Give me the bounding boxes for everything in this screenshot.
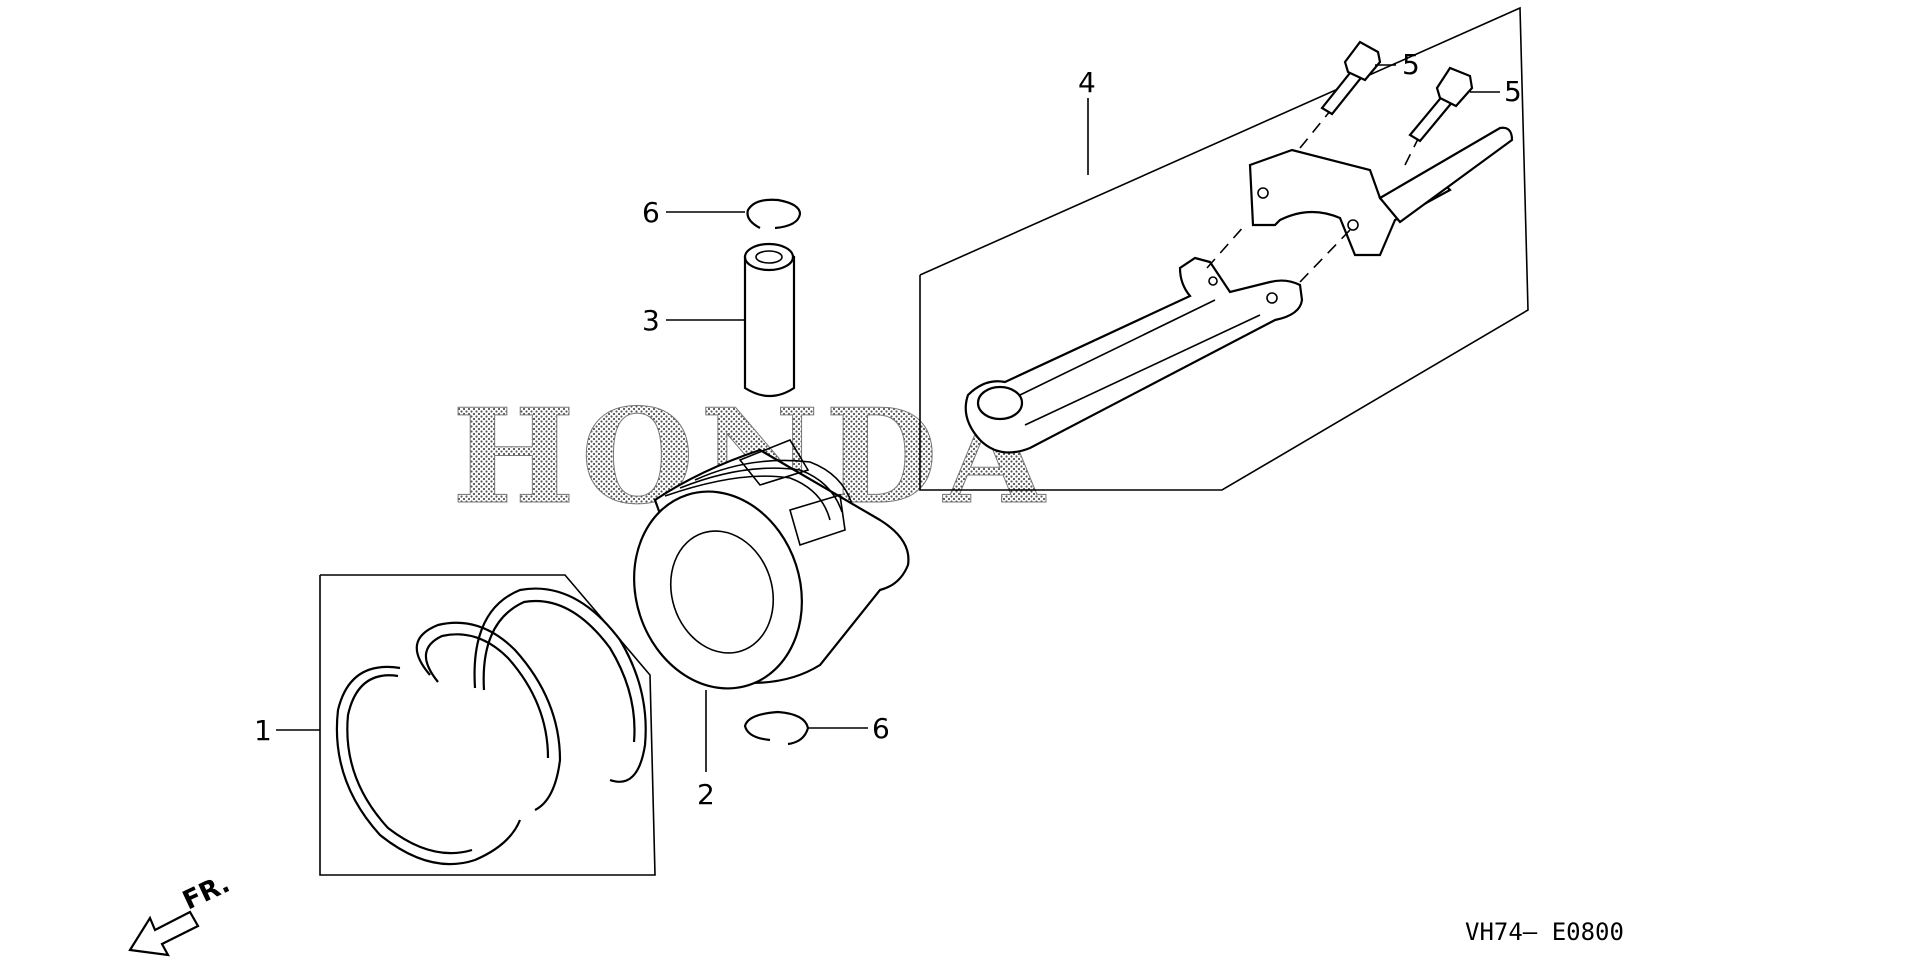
clip-bottom-group: 6 — [743, 710, 890, 746]
callout-4: 4 — [1078, 66, 1096, 99]
callout-6-bottom: 6 — [872, 712, 890, 745]
clip-bottom — [743, 710, 810, 746]
rod-shaft-line-2 — [1024, 314, 1261, 426]
assembly-line — [1299, 229, 1351, 283]
ring-set-frame — [319, 574, 656, 876]
piston-boss-right — [789, 493, 846, 547]
front-label: FR. — [178, 869, 234, 917]
piston-pin — [743, 255, 796, 398]
piston-ring-set: 1 — [254, 574, 656, 876]
rod-small-end-bore — [976, 385, 1024, 421]
rod-bolt-left — [1320, 40, 1382, 116]
assembly-line — [1206, 224, 1246, 269]
callout-2: 2 — [697, 778, 715, 811]
front-arrow-icon — [128, 910, 200, 957]
callout-5b: 5 — [1504, 75, 1522, 108]
piston-ring-1 — [335, 665, 522, 866]
ring-groove — [679, 467, 843, 513]
piston-ring-3-inner — [482, 599, 636, 743]
callout-5a: 5 — [1402, 48, 1420, 81]
piston: 2 — [633, 439, 910, 811]
rod-bolt-hole — [1266, 292, 1278, 304]
cap-hole-left — [1257, 187, 1269, 199]
piston-ring-2-inner — [424, 633, 550, 759]
piston-pin-top — [743, 242, 795, 272]
piston-ring-1-inner — [346, 674, 473, 855]
connecting-rod — [964, 256, 1304, 454]
rod-bolt-right — [1408, 66, 1474, 143]
rod-shaft-line — [1019, 299, 1216, 396]
clip-top — [746, 198, 802, 230]
piston-ring-2 — [415, 621, 562, 811]
diagram-code: VH74– E0800 — [1465, 918, 1624, 946]
rod-oil-hole — [1208, 276, 1218, 286]
piston-boss — [738, 439, 810, 486]
callout-3: 3 — [642, 304, 660, 337]
rod-cap-arm — [1378, 126, 1514, 224]
piston-ring-3 — [473, 587, 647, 783]
piston-crown-recess — [669, 530, 775, 654]
piston-pin-bore — [755, 250, 783, 264]
ring-groove — [694, 459, 853, 505]
front-direction-indicator: FR. — [128, 869, 235, 957]
callout-1: 1 — [254, 714, 272, 747]
rod-kit-frame — [919, 6, 1529, 491]
callout-6-top: 6 — [642, 196, 660, 229]
connecting-rod-assembly: 4 5 5 — [919, 6, 1529, 491]
cap-hole-right — [1347, 219, 1359, 231]
piston-pin-group: 3 6 — [642, 196, 802, 398]
